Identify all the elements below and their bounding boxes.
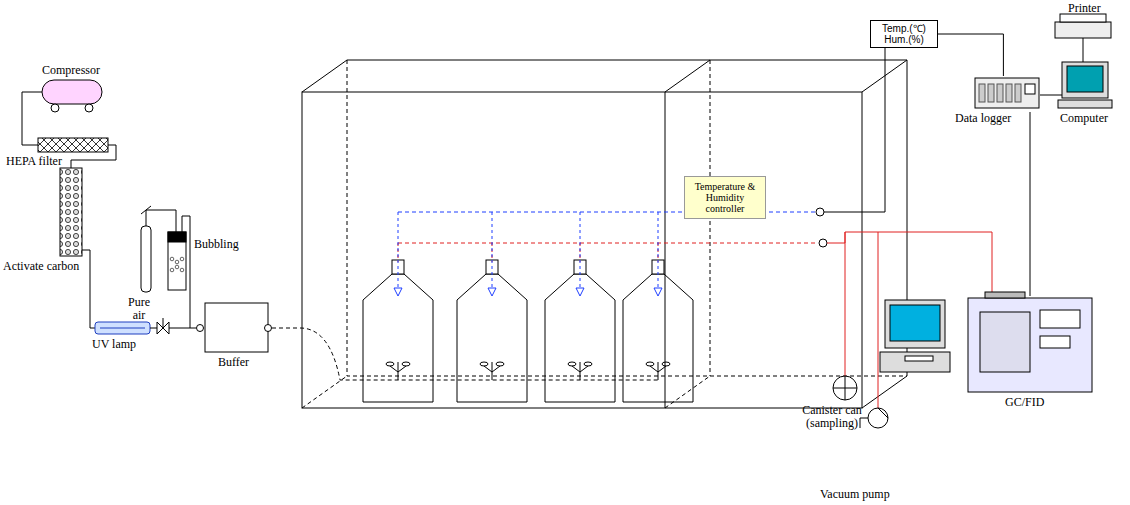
equipment-label: Bubbling [194, 238, 239, 251]
equipment-label: Pure air [124, 296, 154, 322]
equipment-label: HEPA filter [6, 155, 62, 168]
sensor-box: Temp.(℃) Hum.(%) [870, 20, 938, 48]
data-logger: Data logger [955, 76, 1043, 125]
logger-icon [955, 76, 1043, 112]
chamber-bottle [363, 274, 433, 402]
equipment-label: Buffer [218, 356, 249, 369]
equipment-label: Activate carbon [3, 260, 79, 273]
node-text: Temperature & Humidity controller [689, 181, 761, 214]
equipment-label: GC/FID [1005, 396, 1044, 409]
equipment-label: Computer [1060, 112, 1108, 125]
node-text: Temp.(℃) Hum.(%) [874, 23, 934, 45]
chamber-bottle [545, 274, 615, 402]
node-text: Data logger [955, 112, 1043, 125]
equipment-label: Printer [1068, 2, 1101, 15]
chamber-bottle [457, 274, 527, 402]
signal-wire [938, 34, 1003, 76]
equipment-label: Compressor [42, 64, 100, 77]
equipment-label: Vacuum pump [820, 488, 890, 501]
chamber-bottle [623, 274, 693, 402]
equipment-label: Canister can (sampling) [796, 404, 868, 430]
controller-box: Temperature & Humidity controller [684, 176, 766, 219]
equipment-label: UV lamp [92, 338, 136, 351]
